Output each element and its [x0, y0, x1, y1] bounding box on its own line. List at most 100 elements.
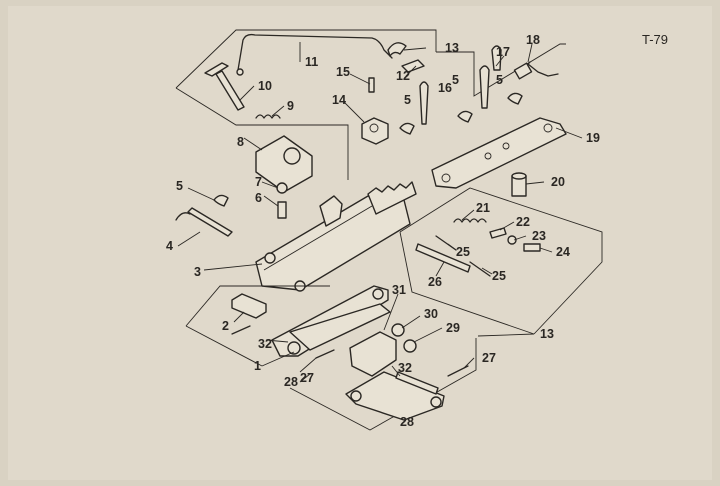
label-15: 15	[336, 65, 350, 79]
label-4: 4	[166, 239, 173, 253]
part-3-edge	[263, 205, 373, 271]
part-19-link-arm	[431, 117, 567, 189]
label-32-a: 32	[258, 337, 272, 351]
part-11-rod	[237, 33, 393, 71]
label-20: 20	[551, 175, 565, 189]
part-19-hole-4	[543, 123, 553, 133]
label-31: 31	[392, 283, 406, 297]
label-3: 3	[194, 265, 201, 279]
part-5-clip-a	[399, 122, 415, 135]
label-27-b: 27	[482, 351, 496, 365]
part-15-pin	[368, 77, 375, 93]
label-19: 19	[586, 131, 600, 145]
label-13-bottom: 13	[540, 327, 554, 341]
label-21: 21	[476, 201, 490, 215]
part-28-lower-link	[345, 371, 445, 421]
part-2-pin	[231, 325, 251, 335]
frame-upper-left	[175, 87, 349, 180]
label-28-b: 28	[400, 415, 414, 429]
part-28-plate	[289, 303, 391, 351]
label-13-top: 13	[445, 41, 459, 55]
part-1-eye-2	[372, 288, 384, 300]
part-16-pin	[419, 81, 429, 125]
label-12: 12	[396, 69, 410, 83]
part-3-lug	[319, 195, 343, 227]
part-14-block	[361, 117, 389, 145]
part-10-pin	[215, 70, 245, 111]
part-4-pin	[187, 207, 233, 237]
label-5-b: 5	[452, 73, 459, 87]
part-7-washer	[276, 182, 288, 194]
part-20-roller-top	[511, 172, 527, 180]
part-18-link	[513, 62, 533, 80]
part-31-yoke	[349, 331, 397, 377]
part-32-shaft	[395, 371, 439, 395]
part-5-clip-d	[213, 194, 229, 207]
label-6: 6	[255, 191, 262, 205]
label-27-a: 27	[300, 371, 314, 385]
label-16: 16	[438, 81, 452, 95]
label-5-c: 5	[496, 73, 503, 87]
part-5-clip-b	[457, 110, 473, 123]
part-19-hole-2	[484, 152, 492, 160]
label-14: 14	[332, 93, 346, 107]
part-8-boss	[283, 147, 301, 165]
part-19-hole-1	[441, 173, 451, 183]
part-12-clip	[401, 59, 425, 73]
part-17-top	[491, 45, 502, 71]
label-7: 7	[255, 175, 262, 189]
label-22: 22	[516, 215, 530, 229]
label-30: 30	[424, 307, 438, 321]
label-24: 24	[556, 245, 570, 259]
part-4-handle	[175, 212, 191, 221]
label-25-a: 25	[456, 245, 470, 259]
page-number: T-79	[642, 32, 668, 47]
label-17: 17	[496, 45, 510, 59]
part-13-clip	[387, 42, 407, 57]
label-1: 1	[254, 359, 261, 373]
label-2: 2	[222, 319, 229, 333]
frame-lower-left-top	[185, 285, 330, 327]
part-26-shaft	[415, 243, 471, 273]
label-5-a: 5	[404, 93, 411, 107]
label-10: 10	[258, 79, 272, 93]
part-21-spring	[453, 218, 487, 223]
part-30-bushing	[391, 323, 405, 337]
label-5-d: 5	[176, 179, 183, 193]
part-28-eye-2	[430, 396, 442, 408]
label-25-b: 25	[492, 269, 506, 283]
part-11-rod-end	[236, 68, 244, 76]
label-28-a: 28	[284, 375, 298, 389]
part-10-head	[204, 62, 229, 77]
part-2-bolt	[231, 293, 267, 319]
label-8: 8	[237, 135, 244, 149]
label-18: 18	[526, 33, 540, 47]
part-23-washer	[507, 235, 517, 245]
label-32-b: 32	[398, 361, 412, 375]
label-29: 29	[446, 321, 460, 335]
part-28-eye	[350, 390, 362, 402]
part-19-hole-3	[502, 142, 510, 150]
label-11: 11	[305, 55, 318, 69]
frame-upper-right	[436, 43, 566, 97]
part-3-ratchet	[367, 181, 417, 215]
part-27-pin-a	[315, 349, 335, 359]
label-26: 26	[428, 275, 442, 289]
frame-lower-right	[399, 187, 603, 335]
part-17-pin	[479, 65, 490, 109]
frame-upper-top	[175, 29, 437, 89]
label-9: 9	[287, 99, 294, 113]
part-9-spring	[255, 114, 281, 119]
part-14-hole	[369, 123, 379, 133]
part-5-clip-c	[507, 92, 523, 105]
part-3-eye	[264, 252, 276, 264]
part-6-bolt	[277, 201, 287, 219]
part-29-bushing	[403, 339, 417, 353]
part-1-eye	[287, 341, 301, 355]
part-25-pin-b	[469, 261, 491, 277]
part-22-key	[489, 227, 507, 239]
frame-lower-right-base	[399, 231, 535, 335]
leader-lines	[177, 42, 583, 383]
